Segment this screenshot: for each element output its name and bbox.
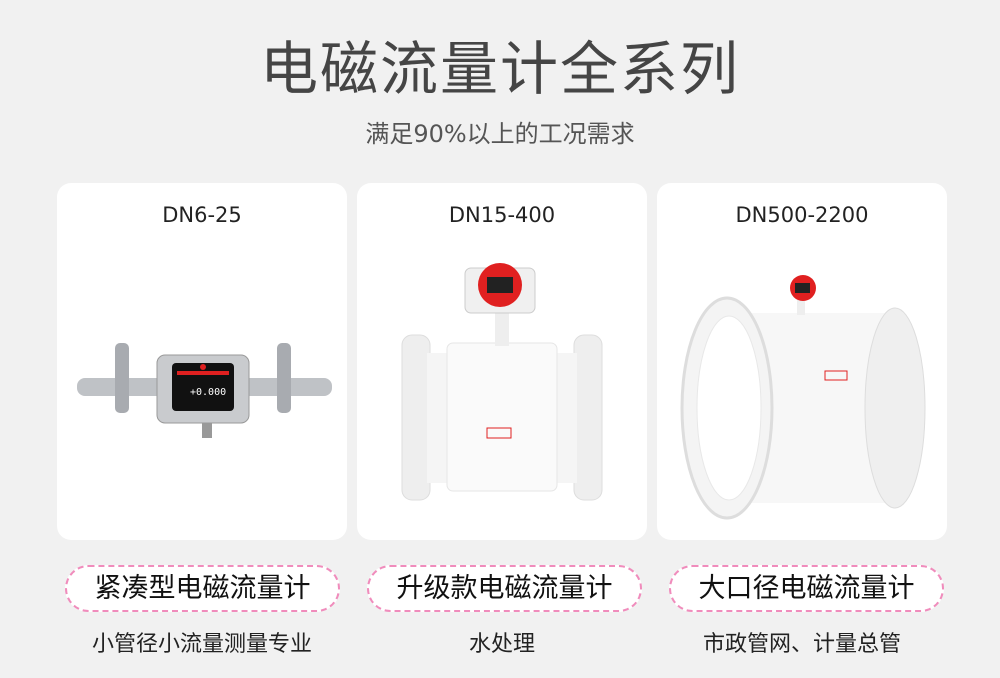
product-name-compact: 紧凑型电磁流量计: [65, 565, 340, 612]
product-name-upgraded: 升级款电磁流量计: [367, 565, 642, 612]
upgraded-flowmeter-image: [401, 263, 603, 501]
page-title: 电磁流量计全系列: [259, 35, 740, 103]
product-card-compact[interactable]: DN6-25 +0.000: [57, 183, 347, 540]
display-reading: +0.000: [190, 387, 226, 398]
size-label: DN6-25: [162, 203, 242, 227]
size-label: DN500-2200: [735, 203, 869, 227]
page-subtitle: 满足90%以上的工况需求: [365, 120, 635, 148]
large-flowmeter-image: [680, 275, 926, 520]
product-desc-large: 市政管网、计量总管: [702, 632, 901, 657]
size-label: DN15-400: [448, 203, 556, 227]
product-name-large: 大口径电磁流量计: [669, 565, 944, 612]
compact-flowmeter-image: +0.000: [77, 343, 332, 438]
product-desc-upgraded: 水处理: [468, 632, 535, 657]
product-card-upgraded[interactable]: DN15-400: [357, 183, 647, 540]
product-card-large[interactable]: DN500-2200: [657, 183, 947, 540]
product-desc-compact: 小管径小流量测量专业: [91, 632, 312, 657]
